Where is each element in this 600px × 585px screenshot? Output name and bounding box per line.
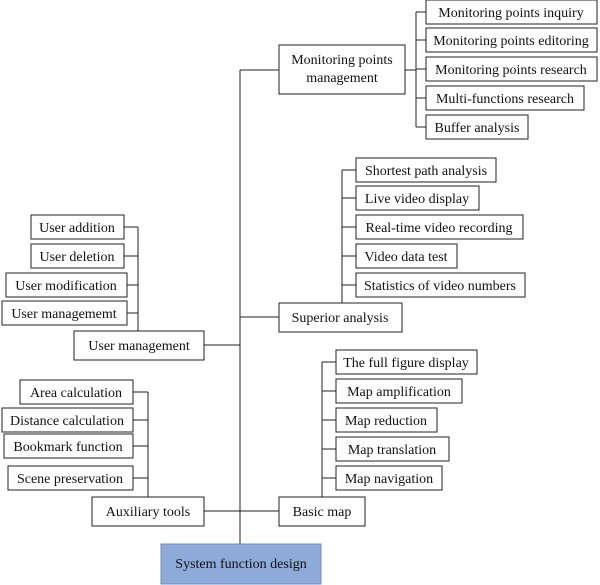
child-map-reduction: Map reduction <box>345 414 427 429</box>
child-map-navigation: Map navigation <box>345 472 433 487</box>
child-shortest-path-analysis: Shortest path analysis <box>365 164 487 179</box>
child-map-amplification: Map amplification <box>347 385 451 400</box>
child-the-full-figure-display: The full figure display <box>343 356 469 371</box>
child-live-video-display: Live video display <box>365 192 469 207</box>
child-scene-preservation: Scene preservation <box>17 472 123 487</box>
basic-map-children: The full figure display Map amplificatio… <box>335 349 478 491</box>
superior-children: Shortest path analysis Live video displa… <box>355 157 526 298</box>
child-monitoring-points-editoring: Monitoring points editoring <box>433 34 589 49</box>
child-user-addition: User addition <box>39 221 115 236</box>
child-monitoring-points-research: Monitoring points research <box>435 63 587 78</box>
child-monitoring-points-inquiry: Monitoring points inquiry <box>438 6 583 21</box>
connector-lines <box>124 11 426 545</box>
monitoring-points-management-node: Monitoring points management <box>278 44 406 95</box>
superior-analysis-label: Superior analysis <box>292 311 389 326</box>
auxiliary-tools-label: Auxiliary tools <box>106 505 190 520</box>
child-video-data-test: Video data test <box>364 250 447 265</box>
child-bookmark-function: Bookmark function <box>13 440 122 455</box>
monitoring-points-management-label-line1: Monitoring points <box>291 53 393 68</box>
child-statistics-of-video-numbers: Statistics of video numbers <box>364 279 516 294</box>
superior-analysis-node: Superior analysis <box>278 302 403 333</box>
child-multi-functions-research: Multi-functions research <box>436 92 574 107</box>
child-user-deletion: User deletion <box>39 250 114 265</box>
monitoring-points-management-label-line2: management <box>306 71 378 86</box>
root-label: System function design <box>175 557 306 572</box>
child-map-translation: Map translation <box>348 443 436 458</box>
basic-map-label: Basic map <box>293 505 352 520</box>
child-real-time-video-recording: Real-time video recording <box>366 221 513 236</box>
basic-map-node: Basic map <box>278 496 366 527</box>
child-area-calculation: Area calculation <box>30 386 122 401</box>
user-management-label: User management <box>88 339 190 354</box>
auxiliary-children: Area calculation Distance calculation Bo… <box>1 379 134 491</box>
monitoring-children: Monitoring points inquiry Monitoring poi… <box>425 0 598 140</box>
user-children: User addition User deletion User modific… <box>1 214 128 326</box>
child-user-managememt: User managememt <box>11 307 116 322</box>
root-node: System function design <box>160 543 322 585</box>
user-management-node: User management <box>73 330 205 361</box>
child-buffer-analysis: Buffer analysis <box>435 121 520 136</box>
child-distance-calculation: Distance calculation <box>10 414 124 429</box>
child-user-modification: User modification <box>15 279 116 294</box>
auxiliary-tools-node: Auxiliary tools <box>91 496 205 527</box>
